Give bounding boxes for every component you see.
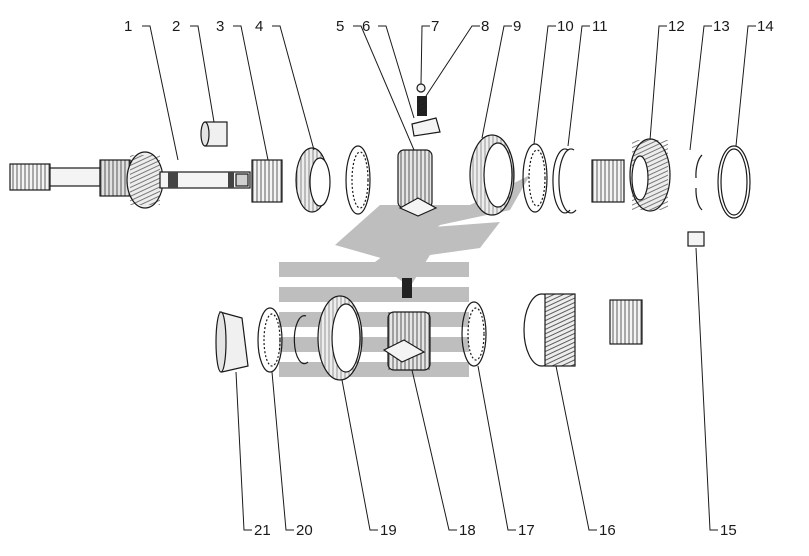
synchro-hub-part-18 xyxy=(382,278,431,371)
detent-ball-part-7 xyxy=(416,83,426,93)
snap-ring-lower xyxy=(293,315,309,365)
callout-12: 12 xyxy=(668,18,685,35)
callout-9: 9 xyxy=(513,18,521,35)
synchro-ring-part-20 xyxy=(257,307,283,373)
callout-1: 1 xyxy=(124,18,132,35)
callout-7: 7 xyxy=(431,18,439,35)
synchro-ring xyxy=(345,145,371,215)
callout-14: 14 xyxy=(757,18,774,35)
callout-10: 10 xyxy=(557,18,574,35)
callout-2: 2 xyxy=(172,18,180,35)
synchro-ring-part-10 xyxy=(522,143,548,213)
helical-gear-part-12 xyxy=(629,138,671,212)
main-shaft-part-1 xyxy=(9,151,251,209)
callout-8: 8 xyxy=(481,18,489,35)
detent-seat-part-6 xyxy=(411,117,441,137)
synchro-gear-part-4 xyxy=(295,147,331,213)
callout-17: 17 xyxy=(518,522,535,539)
synchro-ring-part-17 xyxy=(461,301,487,367)
callout-20: 20 xyxy=(296,522,313,539)
needle-bearing-upper xyxy=(591,159,625,203)
synchro-sleeve-part-19 xyxy=(317,295,363,381)
callout-18: 18 xyxy=(459,522,476,539)
callout-5: 5 xyxy=(336,18,344,35)
callout-15: 15 xyxy=(720,522,737,539)
split-ring-part-13 xyxy=(695,154,703,211)
callout-4: 4 xyxy=(255,18,263,35)
helical-gear-part-16 xyxy=(523,293,576,367)
cone-part-21 xyxy=(215,311,249,373)
callout-19: 19 xyxy=(380,522,397,539)
callout-16: 16 xyxy=(599,522,616,539)
needle-bearing-lower xyxy=(609,299,643,345)
shift-gear-part-5 xyxy=(397,149,438,217)
bushing-part-2 xyxy=(200,121,228,147)
snap-ring-part-11 xyxy=(552,148,577,214)
callout-3: 3 xyxy=(216,18,224,35)
synchro-sleeve-part-9 xyxy=(469,134,515,216)
needle-bearing-part-3 xyxy=(251,159,283,203)
callout-13: 13 xyxy=(713,18,730,35)
callout-labels: 1 2 3 4 5 6 7 8 9 10 11 12 13 14 15 16 1… xyxy=(124,18,774,539)
callout-11: 11 xyxy=(592,18,608,35)
callout-21: 21 xyxy=(254,522,271,539)
pin-part-15 xyxy=(687,231,705,247)
leader-lines xyxy=(142,25,756,531)
washer-ring-part-14 xyxy=(717,145,751,219)
spring-part-8 xyxy=(417,96,427,116)
callout-6: 6 xyxy=(362,18,370,35)
